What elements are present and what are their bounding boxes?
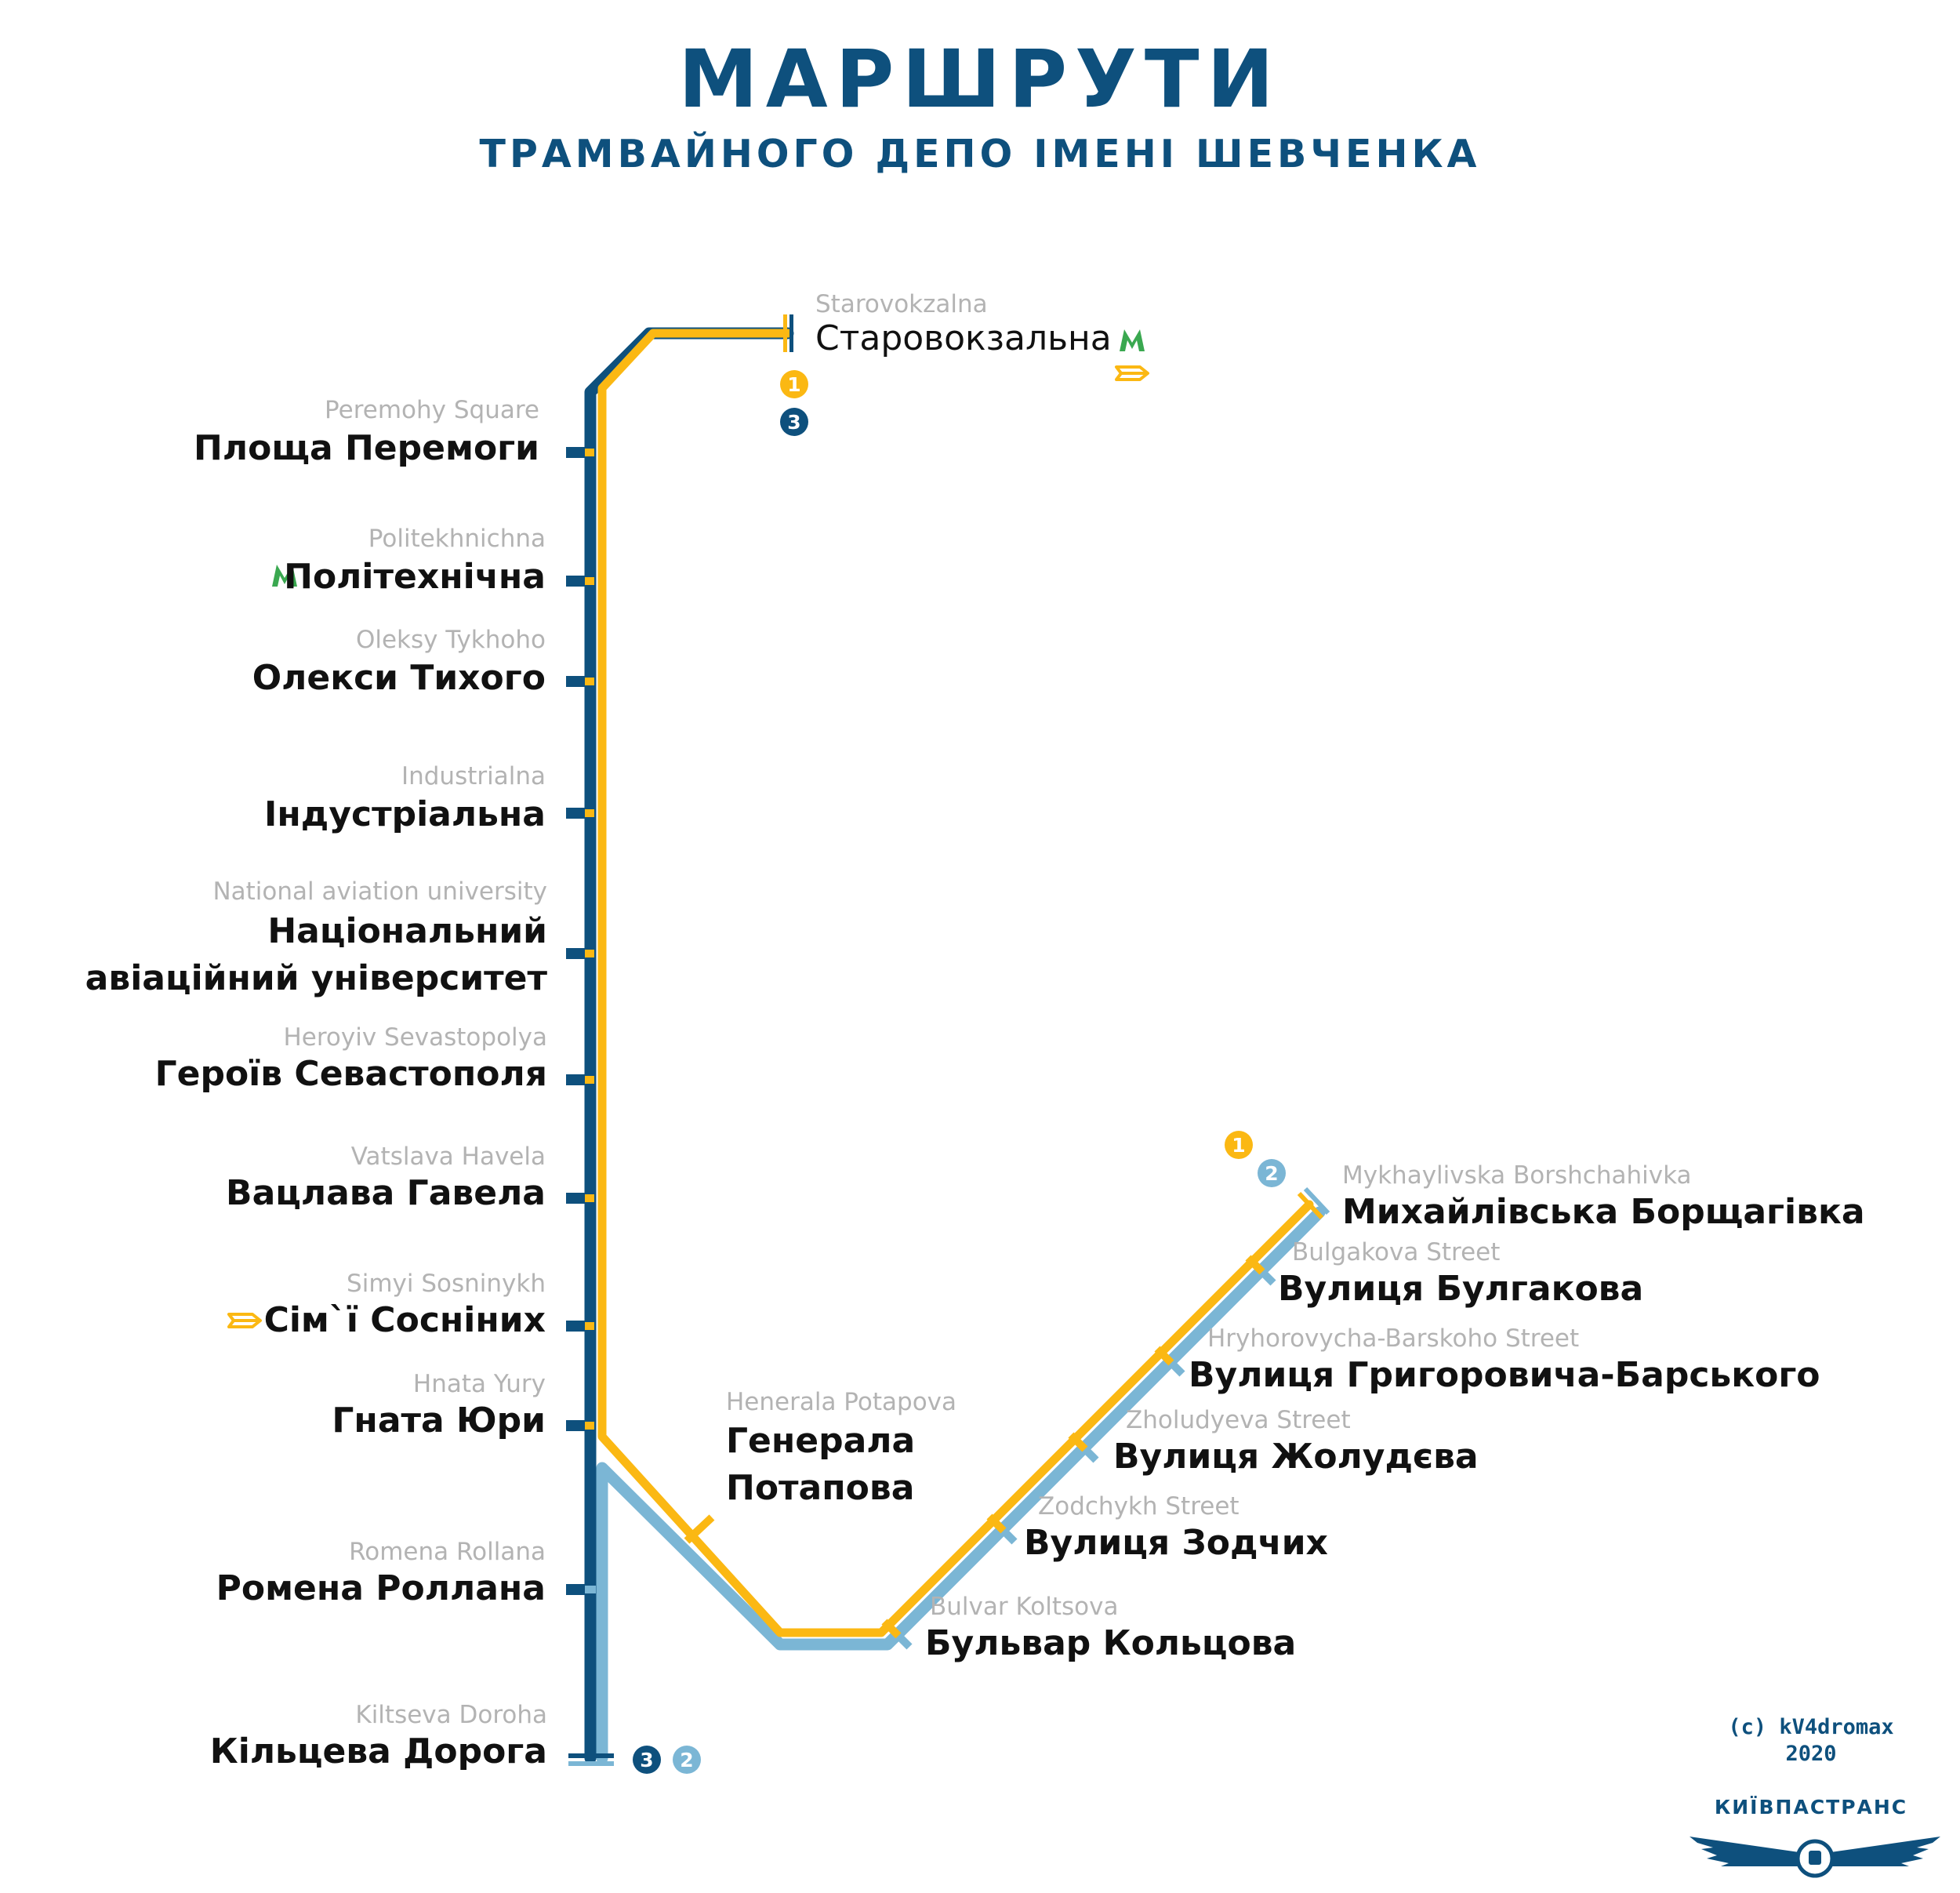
- station-sevastopolya-en: Heroyiv Sevastopolya: [283, 1023, 547, 1052]
- terminal-cap-borshchahivka-b: [1303, 1186, 1330, 1215]
- route-2-number: 2: [1265, 1162, 1278, 1185]
- station-politekhnichna-en: Politekhnichna: [368, 525, 546, 553]
- route-1-number: 1: [787, 373, 800, 396]
- terminal-cap-borshchahivka-a: [1297, 1191, 1324, 1220]
- tick-sosninykh: [566, 1321, 585, 1332]
- station-sosninykh-en: Simyi Sosninykh: [347, 1270, 546, 1298]
- tick-industrialna: [566, 808, 585, 819]
- tick-potapova: [684, 1514, 715, 1544]
- tick-aviation: [566, 948, 585, 959]
- brand-name: КИЇВПАСТРАНС: [1714, 1796, 1908, 1819]
- trunk-station-ticks: [566, 447, 596, 1595]
- station-rollana-en: Romena Rollana: [349, 1538, 546, 1566]
- map-subtitle: ТРАМВАЙНОГО ДЕПО ІМЕНІ ШЕВЧЕНКА: [479, 132, 1481, 176]
- copyright-year: 2020: [1785, 1741, 1837, 1766]
- station-kiltseva-en: Kiltseva Doroha: [355, 1701, 547, 1729]
- station-aviation-ua-line1: Національний: [267, 911, 547, 951]
- station-industrialna-ua: Індустріальна: [264, 794, 546, 834]
- kyivpastrans-wings-logo: [1690, 1837, 1940, 1878]
- station-borshchahivka-en: Mykhaylivska Borshchahivka: [1342, 1161, 1692, 1190]
- station-tykhoho-ua: Олекси Тихого: [252, 658, 546, 698]
- tick-barskoho-a: [1154, 1346, 1174, 1366]
- station-peremohy-ua: Площа Перемоги: [194, 428, 539, 468]
- tick-koltsova-a: [881, 1619, 902, 1639]
- metro-icon: [1120, 329, 1145, 351]
- tick-zholudyeva-a: [1068, 1432, 1088, 1452]
- route-2-badge-kiltseva: 2: [671, 1744, 702, 1779]
- route-3-line: [584, 327, 794, 1764]
- station-koltsova-en: Bulvar Koltsova: [930, 1593, 1119, 1621]
- route-2-number: 2: [680, 1749, 693, 1771]
- route-1-number: 1: [1232, 1134, 1245, 1157]
- tick-peremohy: [566, 447, 585, 458]
- station-barskoho-ua: Вулиця Григоровича-Барського: [1189, 1355, 1820, 1395]
- route-3-number: 3: [640, 1749, 653, 1771]
- terminal-cap-kiltseva-a: [568, 1753, 614, 1758]
- station-industrialna-en: Industrialna: [401, 762, 546, 790]
- tick-barskoho-b: [1168, 1360, 1185, 1377]
- tick-zodchykh-a: [986, 1513, 1007, 1534]
- route-2-badge-borshchahivka: 2: [1256, 1157, 1287, 1192]
- rail-icon: [227, 1313, 262, 1328]
- station-sevastopolya-ua: Героїв Севастополя: [154, 1054, 547, 1094]
- tick-bulgakova-a: [1245, 1255, 1265, 1275]
- copyright: (c) kV4dromax 2020: [1686, 1714, 1936, 1768]
- tick-havela: [566, 1193, 585, 1204]
- tick-zholudyeva-b: [1082, 1446, 1099, 1463]
- station-zholudyeva-ua: Вулиця Жолудєва: [1113, 1437, 1479, 1477]
- terminal-cap-starovokzalna-b: [789, 314, 793, 352]
- station-yury-ua: Гната Юри: [332, 1401, 546, 1441]
- route-3-badge-starovokzalna: 3: [779, 406, 810, 441]
- station-kiltseva-ua: Кільцева Дорога: [209, 1731, 547, 1771]
- station-borshchahivka-ua: Михайлівська Борщагівка: [1342, 1192, 1865, 1232]
- station-bulgakova-en: Bulgakova Street: [1292, 1238, 1501, 1266]
- copyright-author: (c) kV4dromax: [1728, 1715, 1894, 1739]
- station-rollana-ua: Ромена Роллана: [216, 1568, 546, 1608]
- station-bulgakova-ua: Вулиця Булгакова: [1278, 1269, 1644, 1309]
- station-havela-en: Vatslava Havela: [350, 1143, 546, 1171]
- metro-icon: [272, 565, 297, 587]
- station-yury-en: Hnata Yury: [412, 1370, 546, 1398]
- tick-politekhnichna: [566, 576, 585, 587]
- map-title: МАРШРУТИ: [678, 33, 1282, 126]
- tick-bulgakova-b: [1259, 1269, 1276, 1286]
- station-potapova-ua-line2: Потапова: [726, 1468, 915, 1508]
- station-havela-ua: Вацлава Гавела: [226, 1173, 546, 1213]
- station-zholudyeva-en: Zholudyeva Street: [1126, 1406, 1351, 1434]
- tick-rollana: [566, 1584, 585, 1595]
- station-potapova-ua-line1: Генерала: [726, 1421, 916, 1461]
- terminal-cap-starovokzalna-a: [783, 314, 787, 352]
- station-sosninykh-ua: Сім`ї Сосніних: [263, 1300, 546, 1340]
- terminal-cap-kiltseva-b: [568, 1761, 614, 1766]
- station-barskoho-en: Hryhorovycha-Barskoho Street: [1207, 1324, 1580, 1353]
- station-koltsova-ua: Бульвар Кольцова: [925, 1623, 1297, 1663]
- station-aviation-en: National aviation university: [212, 877, 547, 906]
- station-starovokzalna-ua: Старовокзальна: [815, 318, 1112, 358]
- station-aviation-ua-line2: авіаційний університет: [85, 958, 547, 998]
- station-zodchykh-ua: Вулиця Зодчих: [1024, 1523, 1328, 1563]
- tick-zodchykh-b: [1000, 1528, 1018, 1545]
- route-2-line: [596, 1206, 1326, 1764]
- station-starovokzalna-en: Starovokzalna: [815, 290, 988, 318]
- station-potapova-en: Henerala Potapova: [726, 1388, 957, 1416]
- tick-sevastopolya: [566, 1074, 585, 1085]
- station-politekhnichna-ua: Політехнічна: [284, 557, 546, 597]
- diagonal-station-ticks: [684, 1255, 1276, 1650]
- station-peremohy-en: Peremohy Square: [325, 396, 539, 424]
- tick-tykhoho: [566, 676, 585, 687]
- rail-icon: [1115, 365, 1149, 381]
- route-3-number: 3: [787, 411, 800, 434]
- route-3-badge-kiltseva: 3: [631, 1744, 662, 1779]
- route-1-badge-starovokzalna: 1: [779, 369, 810, 403]
- tick-koltsova-b: [895, 1633, 913, 1650]
- route-1-line: [597, 329, 1314, 1637]
- tick-yury: [566, 1420, 585, 1431]
- station-zodchykh-en: Zodchykh Street: [1038, 1492, 1240, 1521]
- station-tykhoho-en: Oleksy Tykhoho: [355, 626, 546, 654]
- route-1-badge-borshchahivka: 1: [1223, 1129, 1254, 1164]
